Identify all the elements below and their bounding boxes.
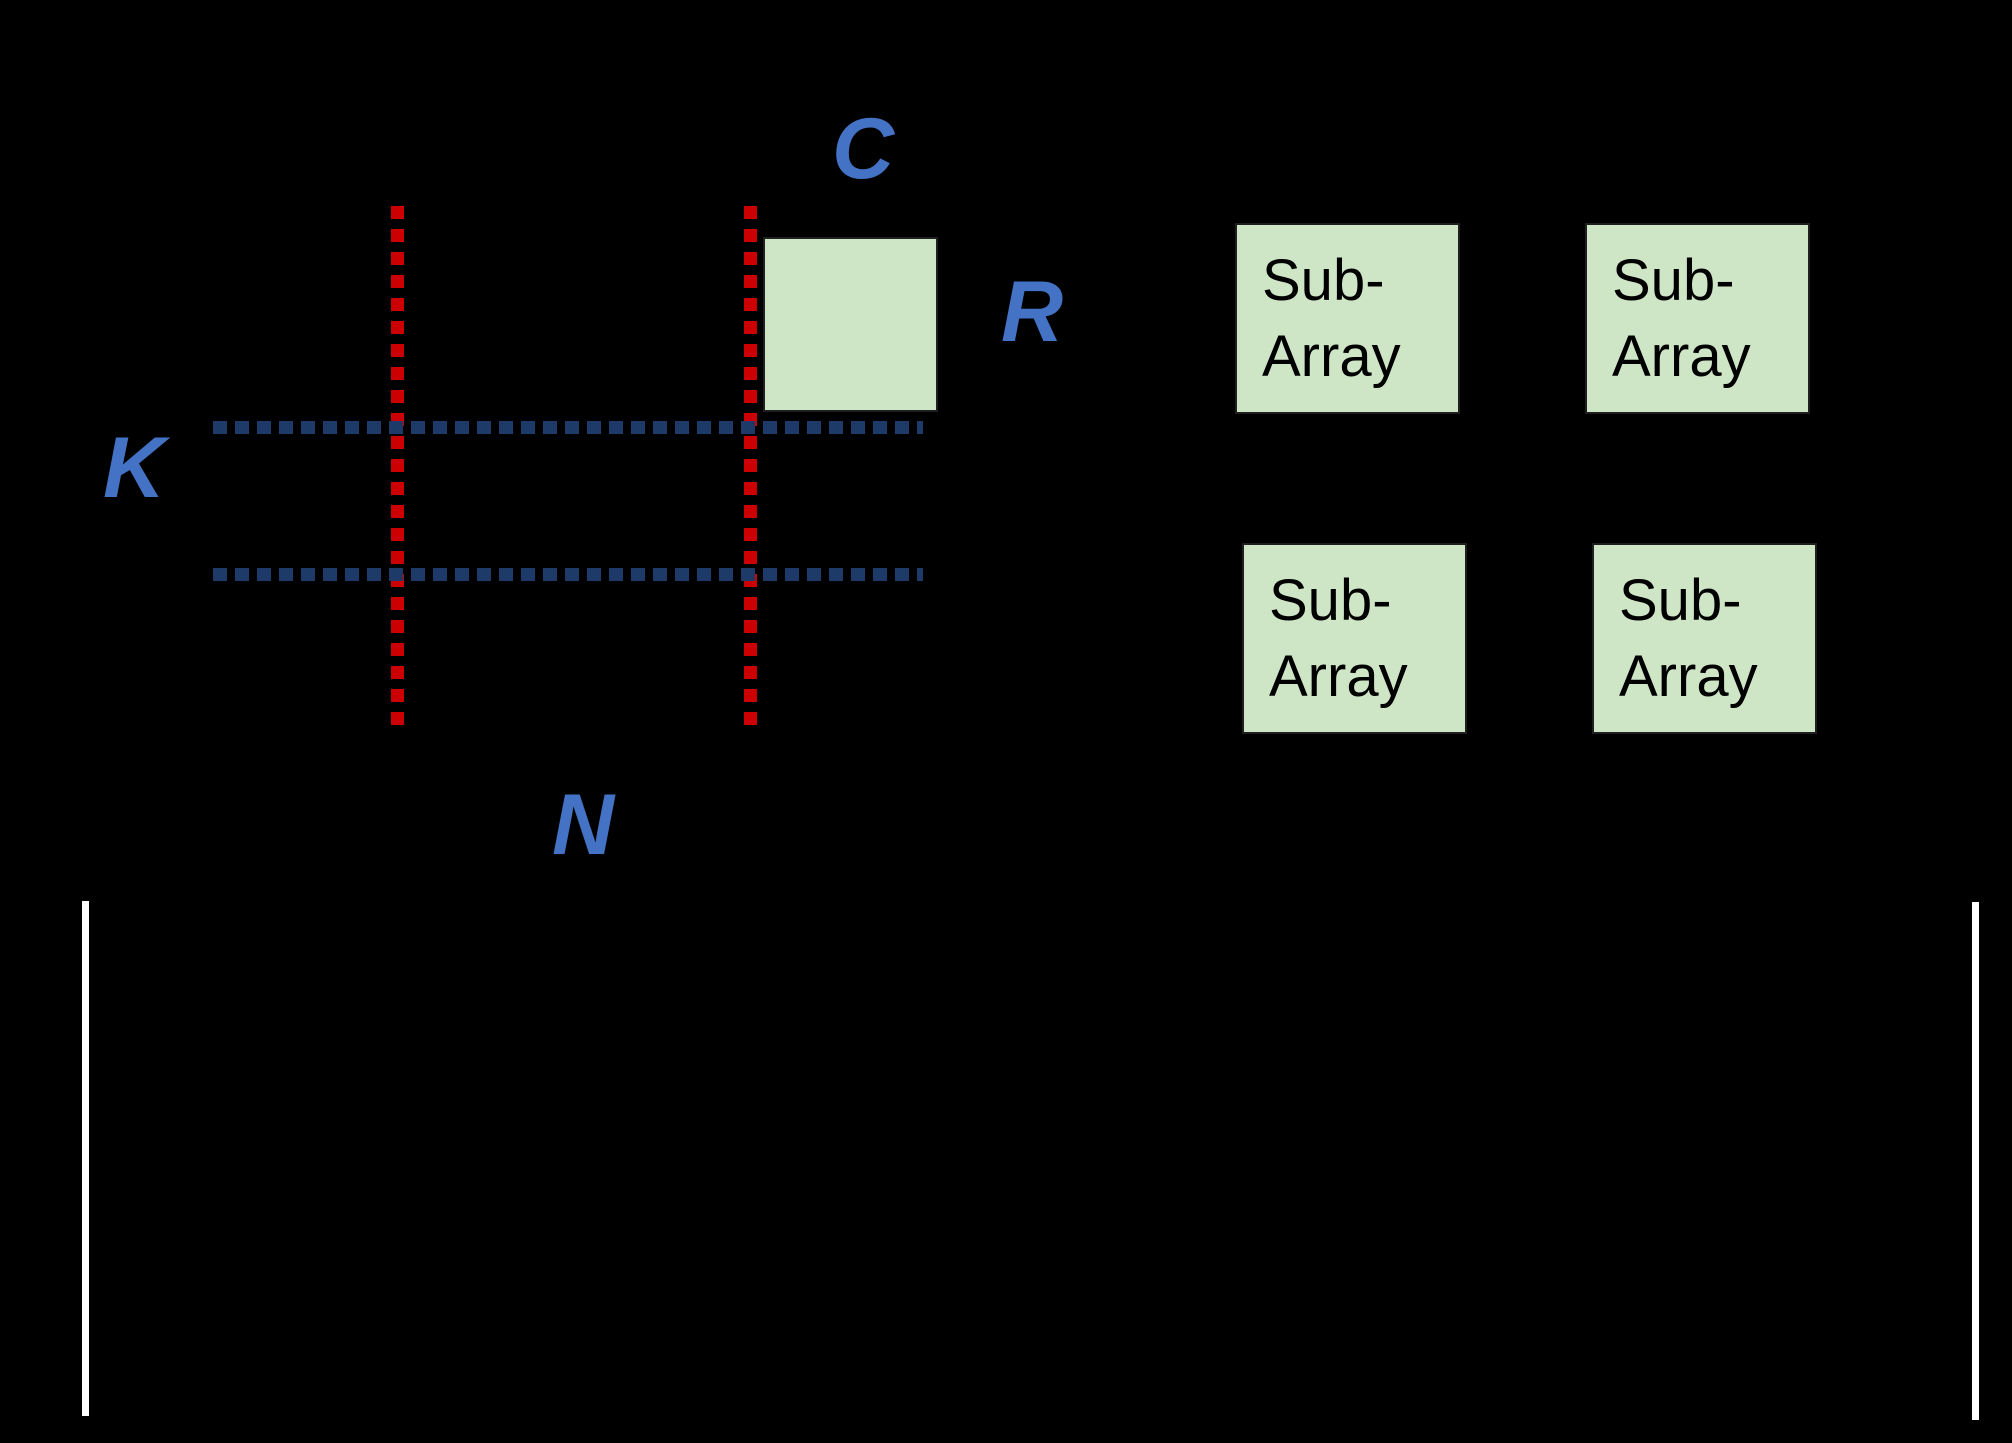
subarray-box: Sub- Array	[1592, 543, 1817, 734]
subarray-label-line2: Array	[1619, 643, 1758, 709]
subarray-label-line2: Array	[1269, 643, 1408, 709]
tile-height-label: R	[1000, 264, 1064, 360]
subarray-box: Sub- Array	[1235, 223, 1460, 414]
right-bracket-line	[1972, 902, 1979, 1420]
row-divider-dotted-line-top	[213, 421, 923, 434]
subarray-label-line1: Sub-	[1619, 568, 1742, 634]
tile-width-label: C	[831, 101, 895, 197]
k-dimension-label: K	[102, 420, 166, 516]
subarray-label-line2: Array	[1262, 323, 1401, 389]
row-divider-dotted-line-bottom	[213, 568, 923, 581]
subarray-label-line1: Sub-	[1612, 248, 1735, 314]
column-divider-dashed-line-right	[744, 206, 757, 734]
n-dimension-label: N	[551, 777, 615, 873]
subarray-label-line2: Array	[1612, 323, 1751, 389]
column-divider-dashed-line-left	[391, 206, 404, 734]
left-bracket-line	[82, 901, 89, 1416]
subarray-box: Sub- Array	[1242, 543, 1467, 734]
matrix-tile-block	[763, 237, 938, 412]
subarray-label-line1: Sub-	[1269, 568, 1392, 634]
subarray-box: Sub- Array	[1585, 223, 1810, 414]
subarray-label-line1: Sub-	[1262, 248, 1385, 314]
